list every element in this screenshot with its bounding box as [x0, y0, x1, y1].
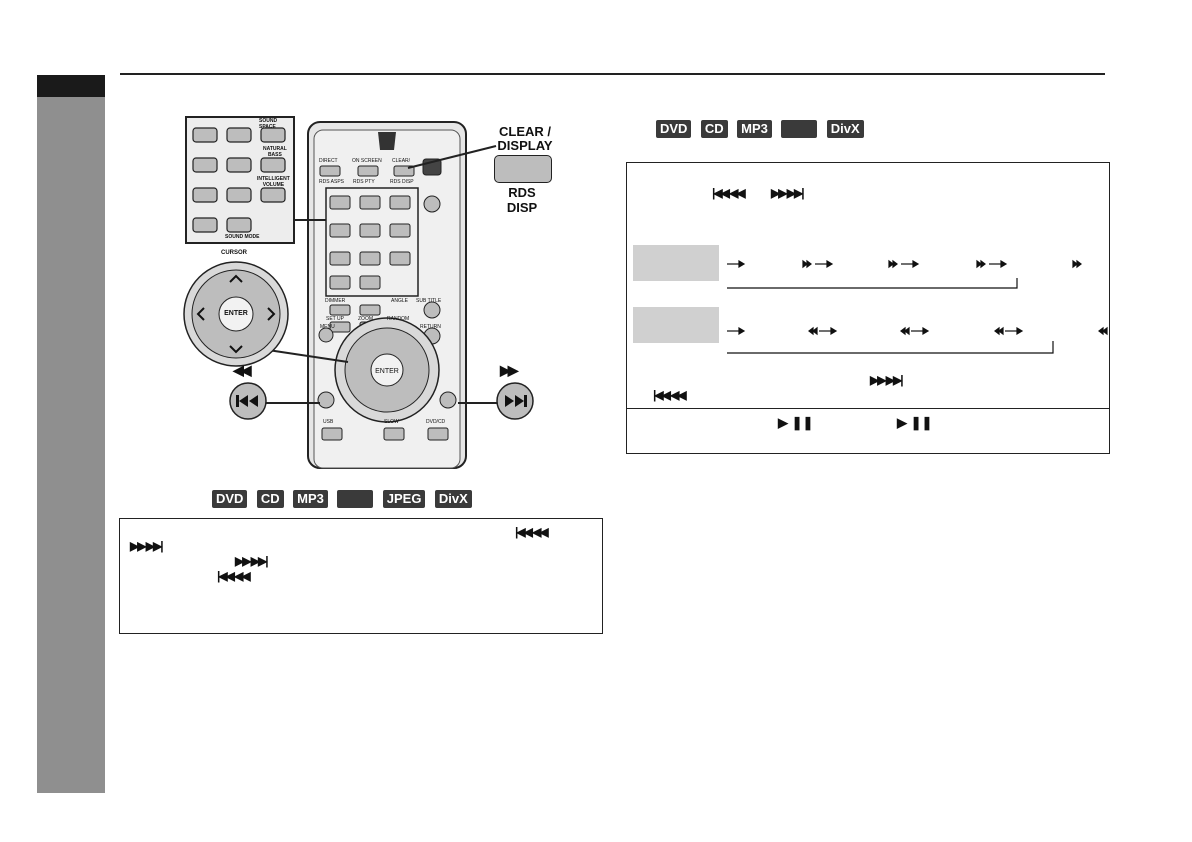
- next-icon-2: ▶▶ ▶▶|: [235, 554, 269, 568]
- prev-icon-search: |◀◀ ◀◀: [712, 186, 746, 200]
- reverse-sequence: [727, 326, 1108, 354]
- enter-label: ENTER: [224, 310, 248, 317]
- svg-text:CLEAR/: CLEAR/: [392, 158, 411, 164]
- sound-inset-panel: SOUND SPACE NATURAL BASS INTELLIGENT VOL…: [185, 116, 295, 244]
- cursor-left-icon: [196, 307, 205, 321]
- svg-text:DIRECT: DIRECT: [319, 158, 338, 164]
- search-badge-divx: DivX: [826, 120, 864, 138]
- search-badge-mp3: MP3: [737, 120, 772, 138]
- cursor-down-icon: [229, 345, 243, 354]
- header-rule: [120, 73, 1105, 75]
- enter-label-small: ENTER: [375, 368, 399, 375]
- skip-note-box: |◀◀ ◀◀ ▶▶ ▶▶| ▶▶ ▶▶| |◀◀ ◀◀: [119, 518, 603, 634]
- search-badges: DVD CD MP3 DivX: [656, 120, 869, 138]
- search-note-box: |◀◀ ◀◀ ▶▶ ▶▶| ▶▶: [626, 162, 1110, 454]
- svg-text:MENU: MENU: [320, 324, 335, 330]
- badge-mp3: MP3: [293, 490, 328, 508]
- svg-text:USB: USB: [323, 419, 334, 425]
- badge-blank: [337, 490, 374, 508]
- search-note-divider: [627, 408, 1109, 409]
- clear-display-button-large: [494, 155, 552, 183]
- inset-sound-space-label: SOUND SPACE: [259, 118, 278, 130]
- sidebar-header-band: [37, 75, 105, 97]
- cursor-label: CURSOR: [221, 250, 248, 256]
- badge-cd: CD: [256, 490, 284, 508]
- rds-disp-callout-label: RDS DISP: [506, 185, 538, 215]
- next-icon-1: ▶▶ ▶▶|: [130, 539, 164, 553]
- play-pause-icon-2: ▶ ❚❚: [897, 415, 933, 430]
- search-badge-dvd: DVD: [656, 120, 692, 138]
- clear-display-callout-label: CLEAR / DISPLAY: [497, 124, 553, 153]
- svg-text:RETURN: RETURN: [420, 324, 441, 330]
- badge-dvd: DVD: [212, 490, 248, 508]
- svg-text:RANDOM: RANDOM: [387, 316, 409, 322]
- next-icon-search-2: ▶▶ ▶▶|: [870, 373, 904, 387]
- inset-intelligent-volume-label: INTELLIGENT VOLUME: [257, 176, 290, 188]
- play-pause-icon: ▶ ❚❚: [778, 415, 814, 430]
- svg-text:SUB TITLE: SUB TITLE: [416, 298, 442, 304]
- logo-icon: [378, 132, 396, 150]
- search-badge-blank: [781, 120, 818, 138]
- cursor-up-icon: [229, 274, 243, 283]
- skip-badges: DVD CD MP3 JPEG DivX: [212, 490, 477, 508]
- svg-text:ON SCREEN: ON SCREEN: [352, 158, 382, 164]
- remote-illustration: ENTER DIRECT ON SCREEN CLEAR/ RDS ASPS R…: [260, 121, 498, 469]
- svg-text:SET UP: SET UP: [326, 316, 345, 322]
- svg-text:SLOW: SLOW: [384, 419, 399, 425]
- prev-icon-search-2: |◀◀ ◀◀: [653, 388, 687, 402]
- badge-divx: DivX: [434, 490, 472, 508]
- inset-natural-bass-label: NATURAL BASS: [263, 146, 287, 158]
- svg-text:ANGLE: ANGLE: [391, 298, 409, 304]
- prev-icon-1: |◀◀ ◀◀: [515, 525, 549, 539]
- forward-grey-box: [633, 245, 719, 281]
- rewind-icon: ◀◀: [233, 362, 251, 378]
- badge-jpeg: JPEG: [382, 490, 426, 508]
- sidebar-band: [37, 75, 105, 793]
- search-badge-cd: CD: [700, 120, 728, 138]
- cursor-dpad-inset: [183, 261, 289, 367]
- reverse-grey-box: [633, 307, 719, 343]
- fast-forward-icon: ▶▶: [500, 362, 518, 378]
- svg-text:RDS PTY: RDS PTY: [353, 179, 375, 185]
- forward-sequence: [727, 259, 1082, 289]
- next-button-large: [496, 382, 534, 420]
- sound-group-frame: [325, 187, 419, 297]
- svg-text:ZOOM: ZOOM: [358, 316, 373, 322]
- svg-text:RDS DISP: RDS DISP: [390, 179, 414, 185]
- svg-text:DIMMER: DIMMER: [325, 298, 346, 304]
- cursor-right-icon: [267, 307, 276, 321]
- inset-sound-mode-label: SOUND MODE: [225, 234, 260, 240]
- prev-button-large: [229, 382, 267, 420]
- svg-text:RDS ASPS: RDS ASPS: [319, 179, 345, 185]
- prev-icon-2: |◀◀ ◀◀: [217, 569, 251, 583]
- svg-text:DVD/CD: DVD/CD: [426, 419, 446, 425]
- next-icon-search: ▶▶ ▶▶|: [771, 186, 805, 200]
